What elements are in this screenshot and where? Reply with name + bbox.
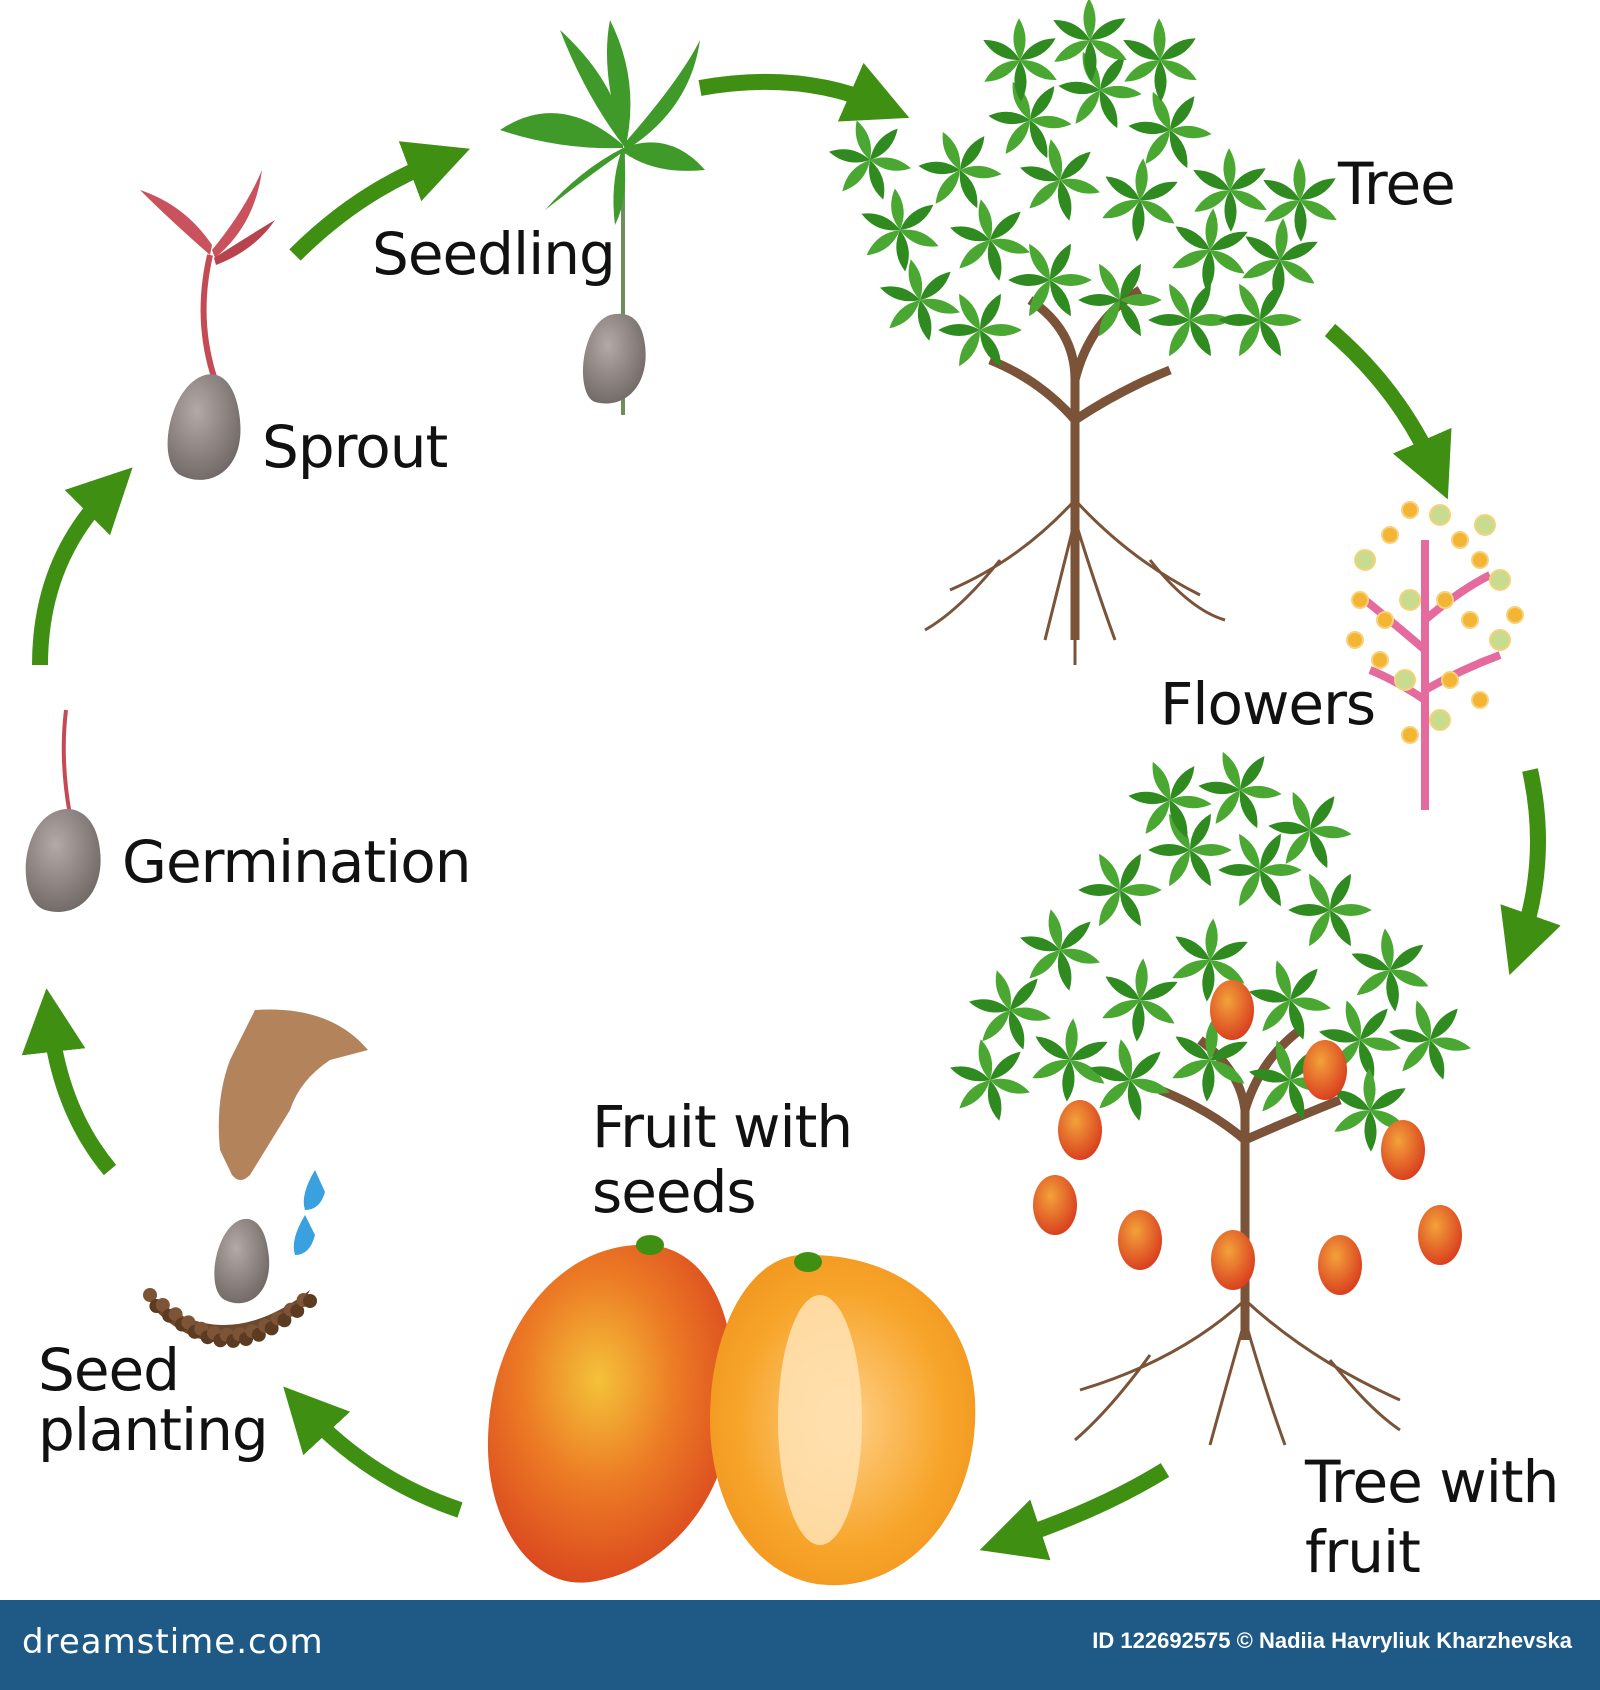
arrow-fruit-to-planting — [283, 1386, 463, 1518]
label-germination: Germination — [122, 828, 471, 896]
arrow-planting-to-germination — [21, 988, 117, 1176]
mango-fruits — [487, 1235, 976, 1586]
sprout-illustration — [140, 170, 275, 480]
footer-credit: ID 122692575 © Nadiia Havryliuk Kharzhev… — [1092, 1628, 1572, 1653]
label-seedling: Seedling — [372, 220, 616, 288]
germination-illustration — [25, 709, 101, 912]
soil — [143, 1288, 317, 1348]
seed-planting-illustration — [143, 1009, 368, 1348]
tree-canopy — [829, 0, 1337, 367]
label-flowers: Flowers — [1160, 670, 1376, 738]
arrow-sprout-to-seedling — [289, 141, 470, 261]
label-seed-planting-2: planting — [38, 1396, 269, 1464]
label-sprout: Sprout — [262, 413, 448, 481]
arrow-fruit-tree-to-fruit — [979, 1463, 1170, 1561]
arrow-seedling-to-tree — [698, 62, 910, 122]
fruit-tree-canopy — [950, 751, 1471, 1152]
label-fruit-with-seeds-1: Fruit with — [592, 1093, 853, 1161]
label-tree: Tree — [1338, 150, 1456, 218]
diagram-artwork — [21, 0, 1561, 1586]
hanging-mangoes — [1033, 980, 1462, 1295]
arrow-germination-to-sprout — [32, 467, 133, 666]
tree-with-fruit-illustration — [950, 751, 1471, 1446]
life-cycle-diagram: Seedling Tree Sprout Flowers Germination… — [21, 0, 1561, 1586]
flower-cluster — [1346, 501, 1524, 744]
cycle-arrows — [21, 62, 1561, 1561]
arrow-flowers-to-fruit-tree — [1500, 768, 1561, 976]
label-tree-with-fruit-2: fruit — [1305, 1518, 1421, 1586]
seedling-illustration — [500, 20, 705, 415]
label-seed-planting-1: Seed — [38, 1336, 180, 1404]
footer-bar: dreamstime.com ID 122692575 © Nadiia Hav… — [0, 1600, 1600, 1690]
arrow-tree-to-flowers — [1324, 323, 1452, 500]
label-fruit-with-seeds-2: seeds — [592, 1158, 757, 1226]
label-tree-with-fruit-1: Tree with — [1305, 1448, 1559, 1516]
footer-site-link[interactable]: dreamstime.com — [22, 1622, 324, 1662]
flowers-illustration — [1346, 501, 1524, 810]
tree-illustration — [829, 0, 1337, 665]
